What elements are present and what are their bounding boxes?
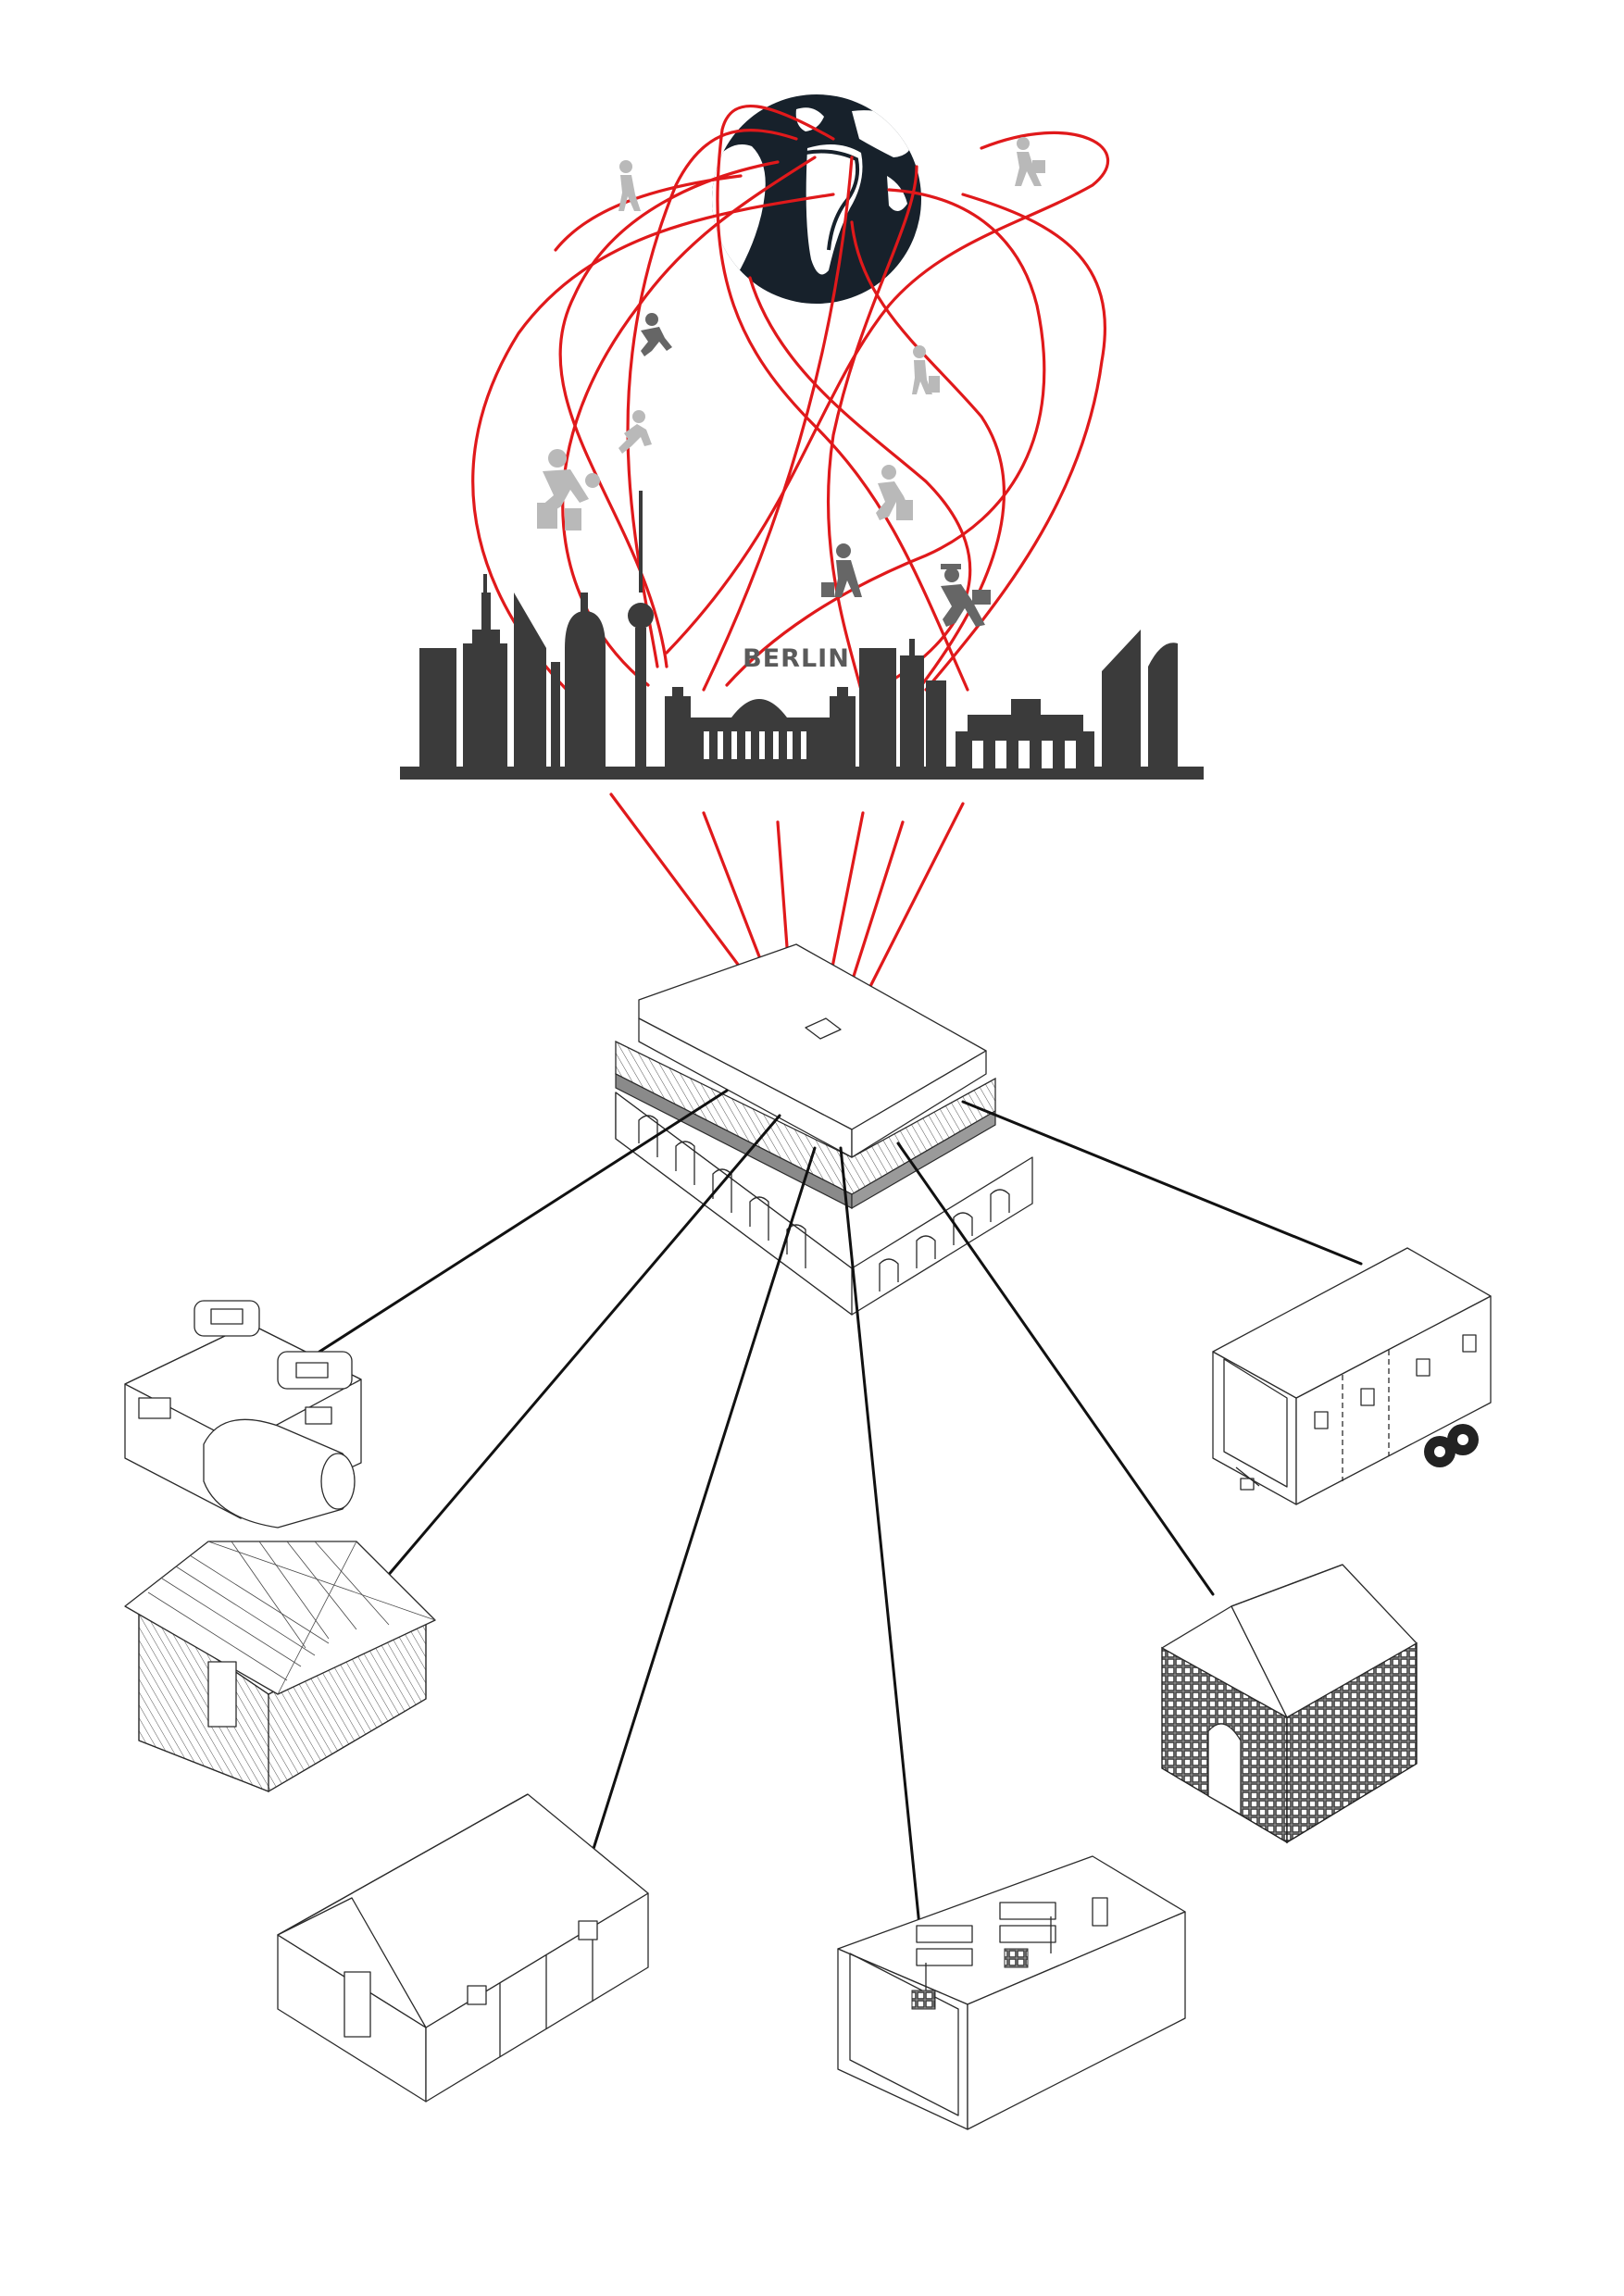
hub-to-shelter-links xyxy=(318,1089,1363,1946)
city-label: BERLIN xyxy=(743,644,850,673)
running-person-icon xyxy=(641,313,672,356)
person-with-luggage-icon xyxy=(912,345,940,394)
berlin-skyline: BERLIN xyxy=(400,491,1204,780)
running-person-icon xyxy=(618,410,652,454)
timber-frame-hut xyxy=(124,1541,436,1793)
container-cabin-shelter xyxy=(277,1793,649,2103)
modular-pods-shelter xyxy=(124,1300,362,1529)
walking-person-icon xyxy=(1015,137,1045,186)
globe-icon xyxy=(712,94,921,304)
migrant-figures xyxy=(537,137,1045,627)
family-with-luggage-icon xyxy=(537,449,600,530)
grid-panel-hut xyxy=(1161,1564,1418,1844)
bunk-bed-room-shelter xyxy=(837,1855,1186,2130)
trailer-shelter xyxy=(1212,1247,1492,1505)
walking-person-icon xyxy=(618,160,641,211)
walking-person-icon xyxy=(821,543,862,597)
central-shelter-building xyxy=(615,943,1033,1316)
man-with-hat-running-icon xyxy=(941,564,991,627)
person-with-suitcase-icon xyxy=(876,465,913,520)
